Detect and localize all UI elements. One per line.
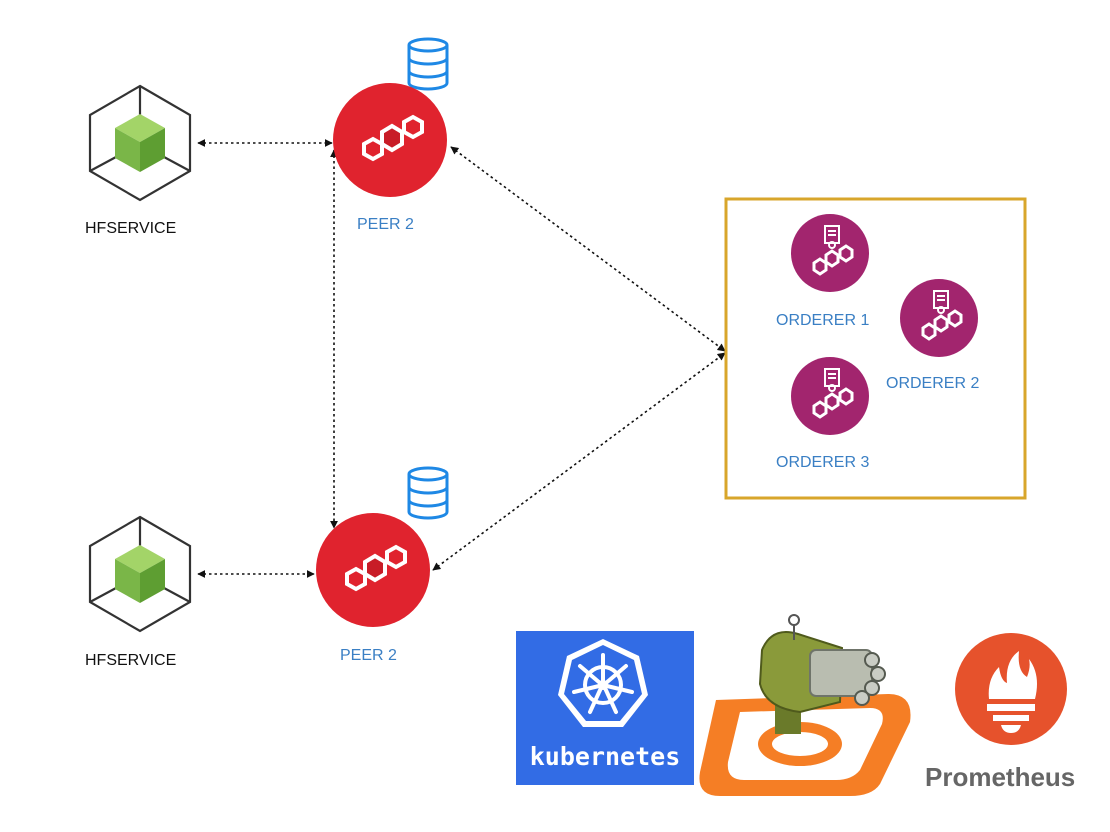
- peer-node-icon: [345, 544, 407, 592]
- service-node-top: [88, 84, 192, 202]
- orderer-node-2: [900, 279, 978, 357]
- database-icon: [407, 37, 449, 91]
- kubernetes-logo: [516, 631, 694, 785]
- kubernetes-wordmark: kubernetes: [529, 742, 681, 771]
- service-node-bottom: [88, 515, 192, 633]
- orderer-group-frame: [724, 197, 1027, 500]
- service-label-top: HFSERVICE: [85, 220, 177, 237]
- prometheus-logo: [955, 633, 1067, 745]
- peer-node-top: [333, 83, 447, 197]
- orderer-label-2: ORDERER 2: [886, 375, 980, 392]
- connector-peer-bottom-orderers: [432, 352, 726, 571]
- orderer-label-1: ORDERER 1: [776, 312, 870, 329]
- kubernetes-helm-wheel-icon: [558, 639, 648, 727]
- connector-peer-top-orderers: [450, 146, 726, 352]
- peer-label-bottom: PEER 2: [340, 647, 397, 664]
- connections: [197, 139, 726, 578]
- orderer-node-icon: [812, 225, 854, 276]
- orderer-label-3: ORDERER 3: [776, 454, 870, 471]
- service-label-bottom: HFSERVICE: [85, 652, 177, 669]
- prometheus-wordmark: Prometheus: [925, 762, 1076, 792]
- orderer-node-icon: [812, 368, 854, 419]
- orderer-node-1: [791, 214, 869, 292]
- database-icon: [407, 466, 449, 520]
- gatling-logo: [699, 614, 911, 796]
- gatling-cannon-icon: [699, 614, 911, 796]
- orderer-node-icon: [921, 290, 963, 341]
- peer-label-top: PEER 2: [357, 216, 414, 233]
- peer-node-bottom: [316, 513, 430, 627]
- prometheus-flame-icon: [955, 633, 1067, 745]
- cube-icon: [88, 515, 192, 633]
- orderer-node-3: [791, 357, 869, 435]
- peer-node-icon: [362, 114, 424, 162]
- cube-icon: [88, 84, 192, 202]
